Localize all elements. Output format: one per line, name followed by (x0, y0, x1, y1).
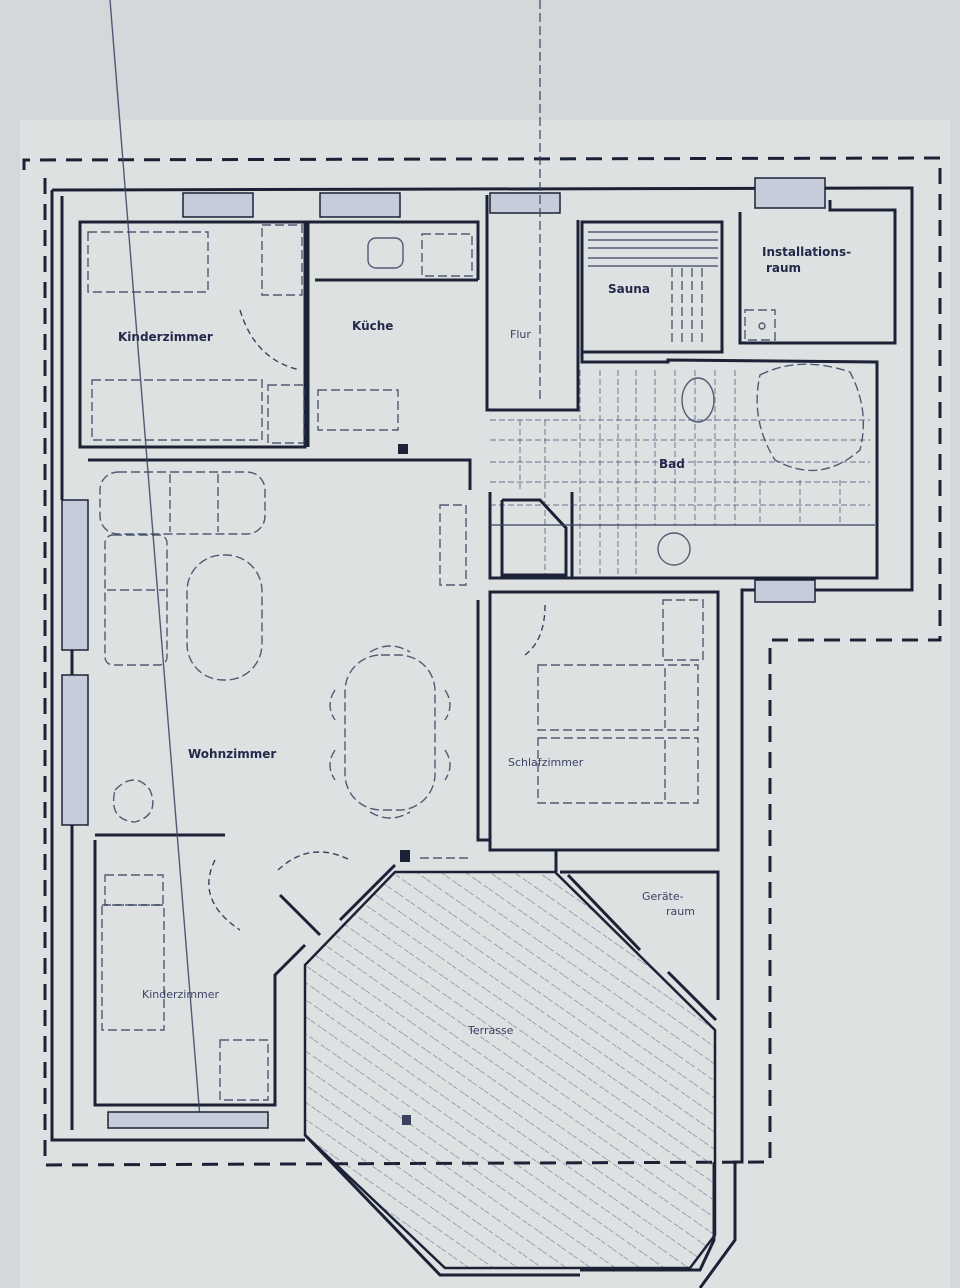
room-schlafzimmer: Schlafzimmer (488, 590, 720, 872)
room-label-kinderzimmer-bottom: Kinderzimmer (142, 988, 220, 1001)
window (61, 674, 89, 826)
chimney-marker (400, 850, 410, 862)
window (319, 192, 401, 218)
property-boundary (22, 156, 942, 1167)
room-label-schlafzimmer: Schlafzimmer (508, 756, 584, 769)
window (107, 1111, 269, 1129)
left-windows (61, 499, 89, 826)
room-label-terrasse: Terrasse (467, 1024, 514, 1037)
room-label-geraeteraum-2: raum (666, 905, 695, 918)
room-kinderzimmer-bottom: Kinderzimmer (93, 0, 351, 1119)
room-flur: Flur (485, 0, 580, 412)
room-label-wohnzimmer: Wohnzimmer (188, 747, 276, 761)
room-label-kinderzimmer-top: Kinderzimmer (118, 330, 213, 344)
room-label-installationsraum-1: Installations- (762, 245, 851, 259)
bad-tile-grid (490, 370, 870, 575)
window (489, 192, 561, 214)
room-label-geraeteraum-1: Geräte- (642, 890, 684, 903)
room-terrasse: Terrasse (303, 870, 717, 1270)
room-sauna: Sauna (580, 220, 724, 354)
window (754, 579, 816, 603)
drain-marker (402, 1115, 411, 1125)
room-wohnzimmer: Wohnzimmer (88, 458, 490, 842)
room-label-kueche: Küche (352, 319, 393, 333)
window (754, 177, 826, 209)
room-geraeteraum: Geräte- raum (560, 870, 720, 1022)
terrace-door (278, 850, 470, 937)
room-kueche: Küche (306, 220, 480, 454)
window (61, 499, 89, 651)
top-windows (182, 177, 826, 218)
room-bad: Bad (488, 352, 879, 580)
room-label-flur: Flur (510, 328, 531, 341)
room-label-installationsraum-2: raum (766, 261, 801, 275)
room-label-bad: Bad (659, 457, 685, 471)
window (182, 192, 254, 218)
room-installationsraum: Installations- raum (738, 200, 897, 345)
chimney-marker (398, 444, 408, 454)
room-kinderzimmer-top: Kinderzimmer (78, 220, 307, 449)
room-label-sauna: Sauna (608, 282, 650, 296)
